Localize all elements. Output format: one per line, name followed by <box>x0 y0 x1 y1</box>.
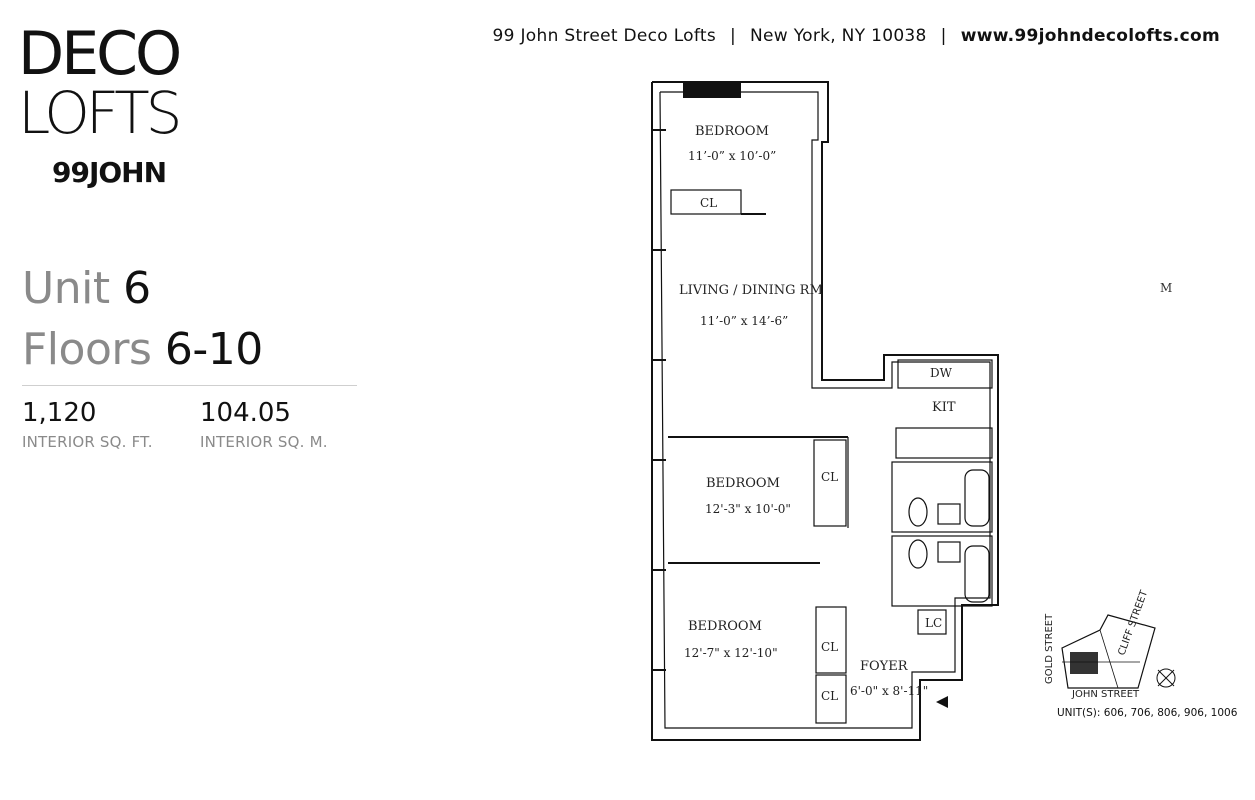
header-address-line: 99 John Street Deco Lofts | New York, NY 1… <box>420 26 1220 46</box>
sqft-label: INTERIOR SQ. FT. <box>22 433 153 451</box>
brand-logo-lofts: LOFTS <box>18 79 182 147</box>
header-location: New York, NY 10038 <box>750 26 927 46</box>
floors-heading: Floors 6-10 <box>22 324 263 375</box>
key-plan-units: UNIT(S): 606, 706, 806, 906, 1006 <box>1057 707 1238 719</box>
room-dims-foyer: 6'-0" x 8'-11" <box>850 684 928 698</box>
key-plan-street-label: GOLD STREET <box>1044 613 1055 684</box>
unit-heading: Unit 6 <box>22 263 151 314</box>
key-plan-street-label: CLIFF STREET <box>1116 588 1150 657</box>
sqm-value: 104.05 <box>200 398 291 428</box>
sqm-label: INTERIOR SQ. M. <box>200 433 328 451</box>
room-label-living: LIVING / DINING RM <box>679 283 823 298</box>
linen-closet-label: LC <box>925 616 942 630</box>
floors-label: Floors <box>22 324 152 375</box>
room-label-bedroom-mid: BEDROOM <box>706 476 780 491</box>
room-dims-bedroom-mid: 12'-3" x 10'-0" <box>705 502 791 516</box>
floors-value: 6-10 <box>164 324 263 375</box>
floor-plan-walls <box>651 81 999 741</box>
room-label-bedroom-top: BEDROOM <box>695 124 769 139</box>
room-dims-bedroom-top: 11’-0” x 10’-0” <box>688 149 776 163</box>
closet-label: CL <box>700 196 717 210</box>
unit-value: 6 <box>123 263 151 314</box>
fireplace-block <box>683 82 741 98</box>
room-dims-living: 11’-0” x 14’-6” <box>700 314 788 328</box>
room-dims-bedroom-bottom: 12'-7" x 12'-10" <box>684 646 778 660</box>
sqft-value: 1,120 <box>22 398 97 428</box>
unit-label: Unit <box>22 263 110 314</box>
north-compass-icon <box>1156 668 1176 688</box>
closet-label: CL <box>821 640 838 654</box>
stray-mark: M <box>1160 281 1173 295</box>
brand-logo-99john: 99JOHN <box>52 156 167 189</box>
header-separator: | <box>940 26 947 46</box>
header-building-name: 99 John Street Deco Lofts <box>492 26 716 46</box>
dishwasher-label: DW <box>930 366 953 380</box>
room-label-bedroom-bottom: BEDROOM <box>688 619 762 634</box>
header-website-link[interactable]: www.99johndecolofts.com <box>960 26 1220 46</box>
key-plan: JOHN STREET GOLD STREET CLIFF STREET <box>1044 588 1176 700</box>
room-label-kitchen: KIT <box>932 400 956 415</box>
key-plan-street-label: JOHN STREET <box>1071 689 1140 700</box>
closet-label: CL <box>821 470 838 484</box>
closet-label: CL <box>821 689 838 703</box>
room-label-foyer: FOYER <box>860 659 909 674</box>
entry-arrow-icon <box>936 696 948 708</box>
header-separator: | <box>730 26 737 46</box>
brand-logo-deco: DECO <box>18 19 182 89</box>
divider-line <box>22 385 357 386</box>
